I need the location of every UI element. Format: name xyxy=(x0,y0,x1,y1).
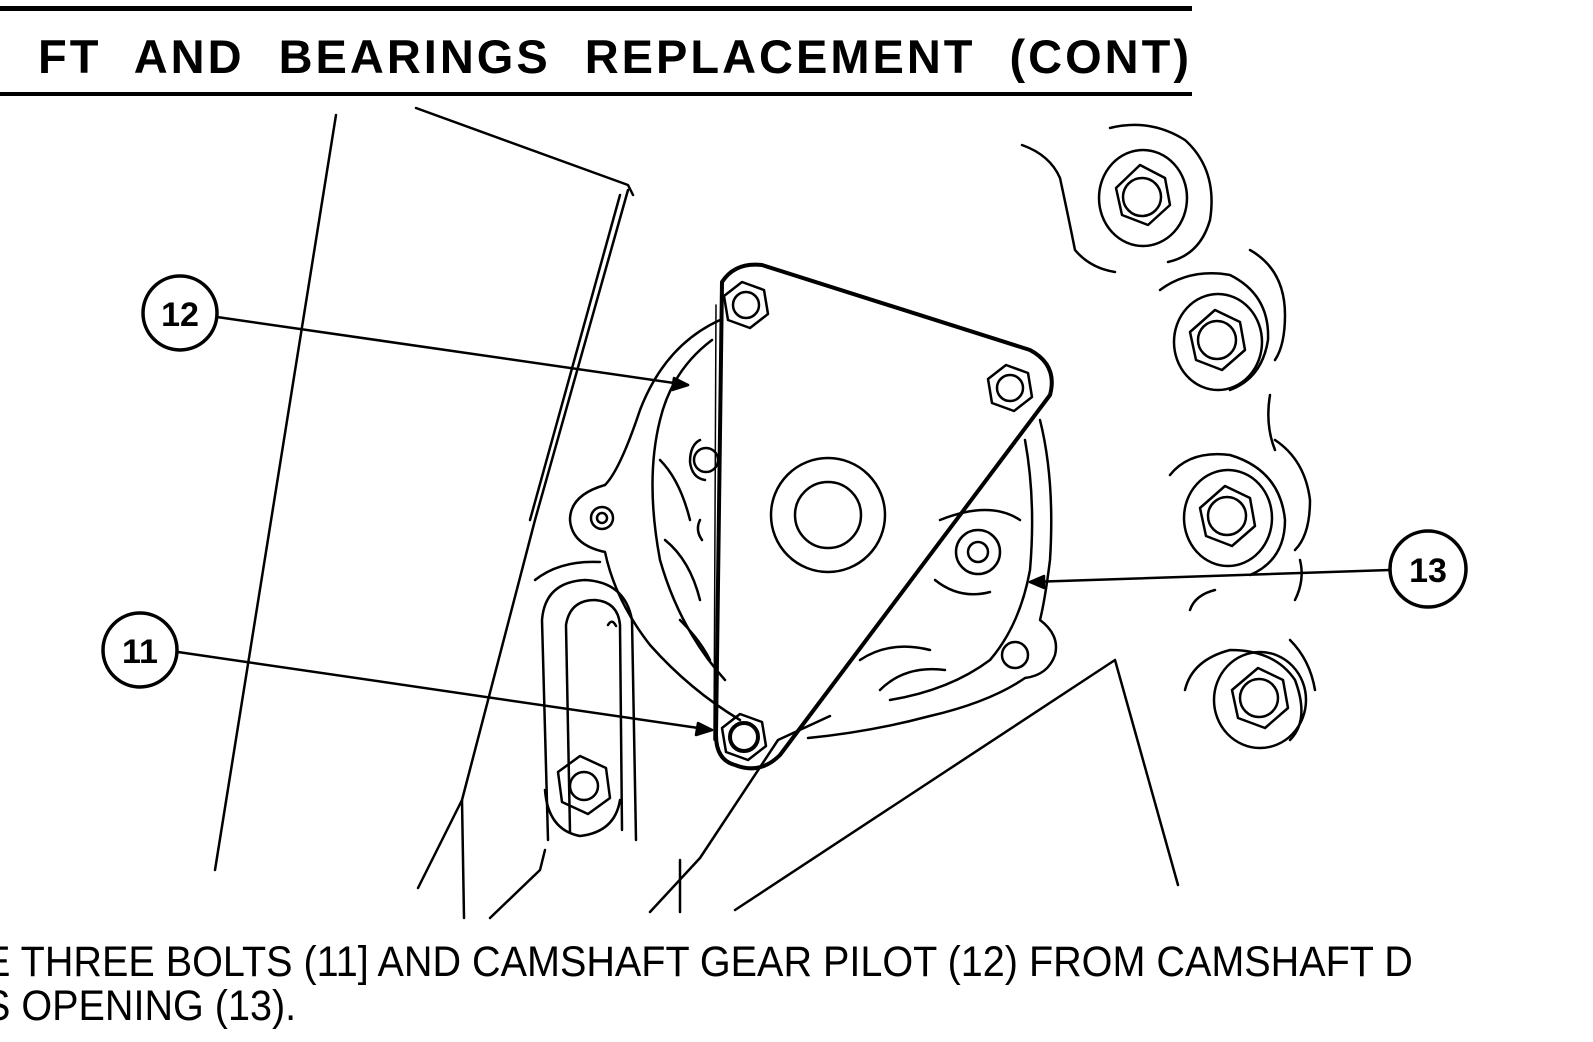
slotted-bracket xyxy=(540,578,638,842)
callout-11-label: 11 xyxy=(122,633,158,671)
callout-12: 12 xyxy=(141,274,219,352)
hex-bolt-lower xyxy=(543,754,622,838)
callout-11: 11 xyxy=(101,611,179,689)
lower-housing-outline xyxy=(488,560,1180,920)
header-rule-top xyxy=(0,6,1192,11)
header-rule-bottom xyxy=(0,92,1192,96)
cap-screw-column xyxy=(1020,123,1317,750)
instruction-line-1: E THREE BOLTS (11] AND CAMSHAFT GEAR PIL… xyxy=(0,938,1413,986)
callout-12-label: 12 xyxy=(161,296,199,334)
engine-panel-outline xyxy=(213,106,635,920)
callout-13: 13 xyxy=(1388,529,1468,609)
instruction-line-2: S OPENING (13). xyxy=(0,982,297,1030)
camshaft-gear-pilot-illustration: 12 11 13 xyxy=(101,106,1468,920)
leader-lines xyxy=(176,315,1392,737)
page-heading: FT AND BEARINGS REPLACEMENT (CONT) xyxy=(37,30,1192,83)
pilot-bolt-bottom xyxy=(720,712,768,762)
pilot-bolt-right xyxy=(986,363,1034,413)
pilot-bolt-top xyxy=(722,280,770,330)
instruction-step: E THREE BOLTS (11] AND CAMSHAFT GEAR PIL… xyxy=(0,940,1548,1028)
callout-13-label: 13 xyxy=(1409,552,1447,590)
camshaft-gear-pilot-plate xyxy=(713,262,1054,771)
camshaft-bore-housing xyxy=(568,318,1058,740)
